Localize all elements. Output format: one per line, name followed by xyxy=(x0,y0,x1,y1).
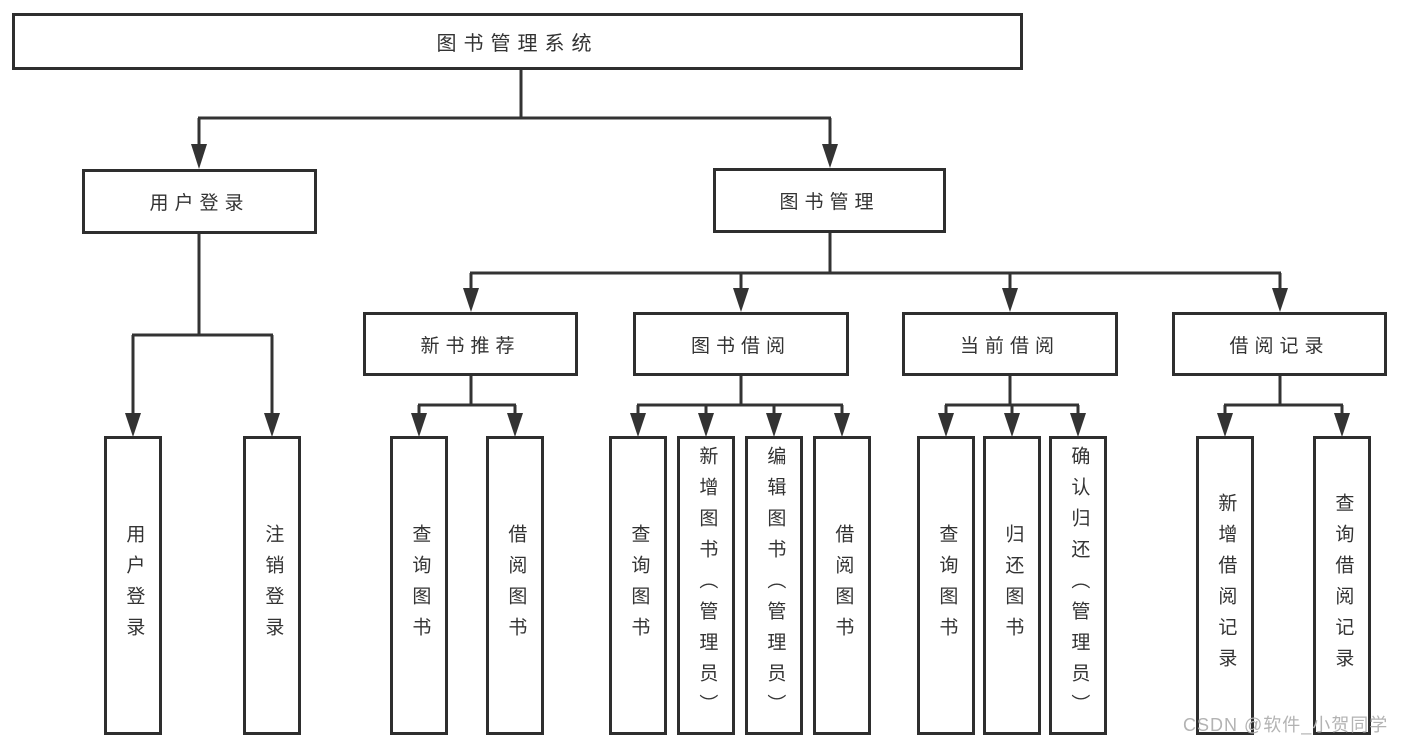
connector-bookmgmt-to-level3 xyxy=(469,233,1282,291)
arrowhead-down-icon xyxy=(1272,288,1288,312)
leaf-current-return-book: 归还图书 xyxy=(983,436,1041,735)
arrowhead-down-icon xyxy=(191,144,207,169)
arrowhead-down-icon xyxy=(834,413,850,437)
node-borrow-records: 借阅记录 xyxy=(1172,312,1387,376)
arrowhead-down-icon xyxy=(1002,288,1018,312)
connector-userlogin-to-leaves xyxy=(131,234,274,416)
arrowhead-down-icon xyxy=(733,288,749,312)
leaf-borrow-edit-book-admin: 编辑图书（管理员） xyxy=(745,436,803,735)
leaf-current-query-book: 查询图书 xyxy=(917,436,975,735)
arrowhead-down-icon xyxy=(1070,413,1086,437)
leaf-newbook-query-book: 查询图书 xyxy=(390,436,448,735)
node-library-management-system: 图书管理系统 xyxy=(12,13,1023,70)
leaf-newbook-borrow-book: 借阅图书 xyxy=(486,436,544,735)
connector-currentborrow-to-leaves xyxy=(944,376,1080,416)
node-book-management: 图书管理 xyxy=(713,168,946,233)
leaf-borrow-query-book: 查询图书 xyxy=(609,436,667,735)
arrowhead-down-icon xyxy=(1217,413,1233,437)
csdn-watermark: CSDN @软件_小贺同学 xyxy=(1183,715,1389,735)
leaf-record-add-borrow-record: 新增借阅记录 xyxy=(1196,436,1254,735)
arrowhead-down-icon xyxy=(411,413,427,437)
connector-root-to-level2 xyxy=(197,70,832,148)
connector-bookborrow-to-leaves xyxy=(636,376,844,416)
arrowhead-down-icon xyxy=(264,413,280,437)
leaf-current-confirm-return-admin: 确认归还（管理员） xyxy=(1049,436,1107,735)
arrowhead-down-icon xyxy=(507,413,523,437)
arrowhead-down-icon xyxy=(125,413,141,437)
arrowhead-down-icon xyxy=(766,413,782,437)
node-book-borrow: 图书借阅 xyxy=(633,312,849,376)
arrowhead-down-icon xyxy=(630,413,646,437)
leaf-borrow-add-book-admin: 新增图书（管理员） xyxy=(677,436,735,735)
leaf-borrow-borrow-book: 借阅图书 xyxy=(813,436,871,735)
arrowhead-down-icon xyxy=(1004,413,1020,437)
arrowhead-down-icon xyxy=(822,144,838,168)
leaf-record-query-borrow-record: 查询借阅记录 xyxy=(1313,436,1371,735)
leaf-logout: 注销登录 xyxy=(243,436,301,735)
node-current-borrow: 当前借阅 xyxy=(902,312,1118,376)
node-user-login: 用户登录 xyxy=(82,169,317,234)
connector-newbook-to-leaves xyxy=(417,376,517,416)
node-new-book-recommend: 新书推荐 xyxy=(363,312,578,376)
arrowhead-down-icon xyxy=(1334,413,1350,437)
leaf-user-login: 用户登录 xyxy=(104,436,162,735)
arrowhead-down-icon xyxy=(698,413,714,437)
connector-records-to-leaves xyxy=(1223,376,1344,416)
arrowhead-down-icon xyxy=(463,288,479,312)
arrowhead-down-icon xyxy=(938,413,954,437)
